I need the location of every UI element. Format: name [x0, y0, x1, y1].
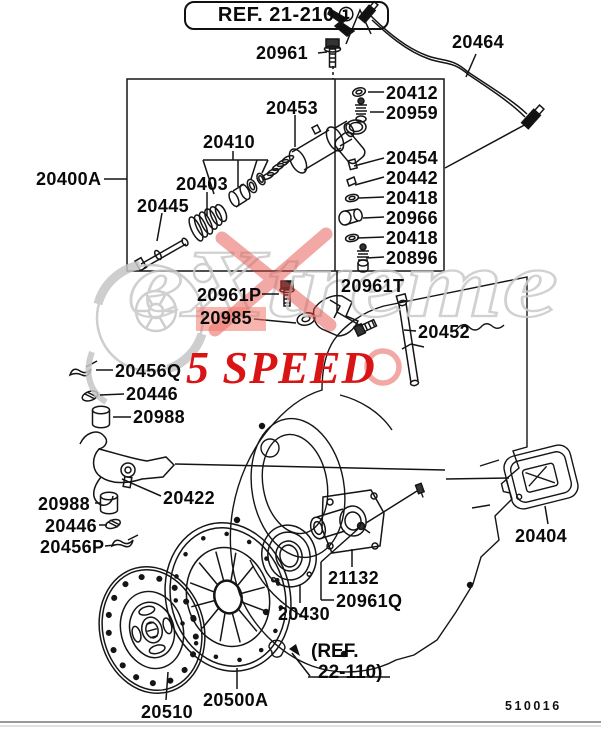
leader-line	[401, 343, 412, 350]
speed-note: 5 SPEED	[186, 342, 376, 393]
leader-line	[356, 236, 385, 239]
leader-line	[317, 51, 328, 54]
part-label-20445[interactable]: 20445	[137, 196, 190, 216]
slave-cylinder-parts-art	[133, 120, 355, 272]
part-label-20400A[interactable]: 20400A	[36, 169, 102, 189]
leader-line	[320, 528, 359, 563]
leader-line	[465, 53, 477, 78]
part-label-20961Q[interactable]: 20961Q	[336, 591, 403, 611]
part-label-20961[interactable]: 20961	[256, 43, 309, 63]
leader-line	[365, 490, 418, 524]
part-label-20500A[interactable]: 20500A	[203, 690, 269, 710]
part-label-20446[interactable]: 20446	[45, 516, 98, 536]
figure-code: 510016	[505, 699, 562, 713]
part-label-20403[interactable]: 20403	[176, 174, 229, 194]
leader-line	[156, 212, 163, 242]
transmission-case-art	[229, 276, 579, 673]
part-label-20988[interactable]: 20988	[38, 494, 91, 514]
leader-line	[104, 544, 116, 547]
ref-top-label: REF. 21-210	[217, 4, 335, 26]
leader-line	[403, 329, 417, 332]
part-label-20959[interactable]: 20959	[386, 103, 439, 123]
leader-line	[336, 311, 362, 327]
leader-line	[261, 159, 269, 174]
part-label-20446[interactable]: 20446	[126, 384, 179, 404]
part-label-20985[interactable]: 20985	[196, 307, 267, 331]
part-label-20430[interactable]: 20430	[278, 604, 331, 624]
part-label-20961P[interactable]: 20961P	[197, 285, 262, 305]
part-label-20464[interactable]: 20464	[452, 32, 505, 52]
part-label-20422[interactable]: 20422	[163, 488, 216, 508]
leader-line	[353, 157, 385, 167]
part-label-20988[interactable]: 20988	[133, 407, 186, 427]
leader-line	[358, 196, 385, 199]
part-label-21132[interactable]: 21132	[328, 568, 380, 588]
pressure-plate-art	[164, 522, 292, 672]
part-label-20896[interactable]: 20896	[386, 248, 439, 268]
part-label-20452[interactable]: 20452	[418, 322, 471, 342]
leader-line	[354, 176, 385, 186]
part-label-20966[interactable]: 20966	[386, 208, 439, 228]
leader-line	[165, 671, 169, 701]
mid-parts-art	[279, 280, 420, 387]
part-label-20442[interactable]: 20442	[386, 168, 439, 188]
side-cover-20404-art	[500, 444, 579, 510]
bottom-divider	[0, 721, 601, 723]
part-label-20510[interactable]: 20510	[141, 702, 194, 722]
part-label-20418[interactable]: 20418	[386, 228, 439, 248]
part-label-20404[interactable]: 20404	[515, 526, 568, 546]
leader-line	[174, 463, 446, 471]
part-label-20961T[interactable]: 20961T	[341, 276, 405, 296]
ref-bottom-note[interactable]: (REF. 22-110)	[311, 641, 383, 684]
clutch-disc-art	[98, 565, 206, 695]
part-label-20412[interactable]: 20412	[386, 83, 439, 103]
ref-bottom-line2: 22-110)	[318, 661, 383, 683]
part-label-20453[interactable]: 20453	[266, 98, 319, 118]
leader-line	[202, 159, 215, 195]
leader-line	[410, 343, 425, 348]
ref-bottom-line1: (REF.	[311, 641, 359, 662]
part-label-20454[interactable]: 20454	[386, 148, 439, 168]
master-cylinder-parts-art	[334, 87, 369, 273]
bolt-20961-art	[323, 38, 342, 68]
leader-line	[362, 216, 385, 219]
part-label-20410[interactable]: 20410	[203, 132, 256, 152]
leader-line	[444, 121, 531, 169]
leader-line	[365, 256, 385, 259]
part-label-20418[interactable]: 20418	[386, 188, 439, 208]
leader-line	[445, 477, 510, 480]
leader-line	[291, 652, 311, 677]
ref-top-box[interactable]: REF. 21-210 ①	[184, 1, 389, 30]
ref-top-marker: ①	[337, 5, 356, 26]
leader-line	[544, 505, 549, 525]
input-shaft-retainer-art	[309, 489, 385, 554]
leader-line	[99, 393, 125, 396]
bottom-divider-shadow	[0, 725, 601, 727]
part-label-20456P[interactable]: 20456P	[40, 537, 105, 557]
exploded-view-boxes	[126, 78, 445, 272]
leader-line	[121, 478, 162, 497]
part-label-20456Q[interactable]: 20456Q	[115, 361, 182, 381]
leader-line	[250, 159, 258, 180]
